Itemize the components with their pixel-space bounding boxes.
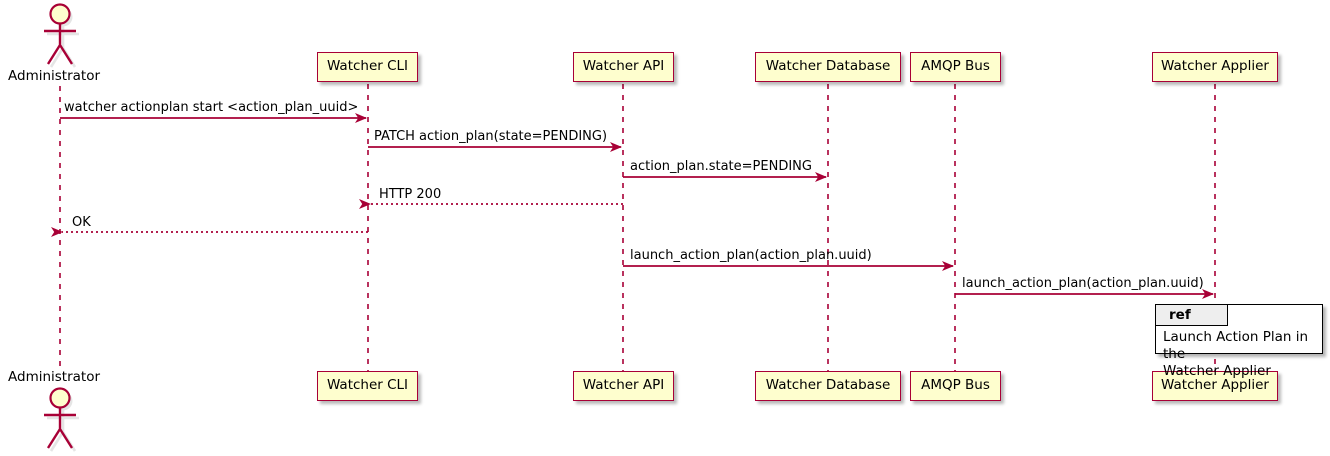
participant-box-watcher-api-bottom[interactable]: Watcher API	[573, 371, 674, 401]
message-label-launch-action-plan-bus: launch_action_plan(action_plan.uuid)	[630, 248, 872, 263]
message-label-http-200: HTTP 200	[379, 187, 442, 202]
ref-fragment-text: Launch Action Plan in the Watcher Applie…	[1163, 329, 1317, 380]
ref-fragment-text-line-1: Launch Action Plan in the	[1163, 329, 1309, 362]
actor-label-administrator-top: Administrator	[8, 68, 101, 84]
ref-fragment-box[interactable]: ref Launch Action Plan in the Watcher Ap…	[1155, 304, 1323, 379]
ref-fragment-text-line-2: Watcher Applier	[1163, 362, 1271, 379]
actor-head	[49, 387, 71, 409]
actor-head	[49, 3, 71, 25]
message-label-launch-action-plan-applier: launch_action_plan(action_plan.uuid)	[962, 276, 1204, 291]
participant-label: Watcher Database	[765, 58, 891, 75]
message-label-watcher-actionplan-start: watcher actionplan start <action_plan_uu…	[64, 100, 359, 115]
participant-label: Watcher CLI	[326, 58, 409, 75]
message-label-action-plan-state-pending: action_plan.state=PENDING	[630, 159, 812, 174]
participant-box-watcher-applier-top[interactable]: Watcher Applier	[1152, 52, 1278, 82]
participant-box-amqp-bus-bottom[interactable]: AMQP Bus	[910, 371, 1001, 401]
actor-administrator-bottom	[44, 387, 79, 452]
participant-label: Watcher API	[582, 58, 665, 75]
participant-label: AMQP Bus	[921, 377, 990, 394]
message-label-patch-action-plan: PATCH action_plan(state=PENDING)	[374, 129, 608, 144]
actor-administrator-top	[44, 3, 79, 68]
participant-label: Watcher Applier	[1161, 377, 1269, 394]
actor-label-administrator-bottom: Administrator	[8, 369, 101, 385]
ref-fragment-keyword: ref	[1156, 305, 1228, 326]
participant-label: Watcher Applier	[1161, 58, 1269, 75]
participant-label: AMQP Bus	[921, 58, 990, 75]
participant-box-watcher-cli-bottom[interactable]: Watcher CLI	[317, 371, 418, 401]
message-arrows	[51, 113, 1214, 299]
participant-label: Watcher Database	[765, 377, 891, 394]
participant-label: Watcher API	[582, 377, 665, 394]
participant-box-watcher-database-bottom[interactable]: Watcher Database	[755, 371, 901, 401]
participant-box-watcher-database-top[interactable]: Watcher Database	[755, 52, 901, 82]
participant-box-watcher-applier-bottom[interactable]: Watcher Applier	[1152, 371, 1278, 401]
participant-box-watcher-cli-top[interactable]: Watcher CLI	[317, 52, 418, 82]
participant-label: Watcher CLI	[326, 377, 409, 394]
actor-body	[44, 407, 76, 449]
actor-body	[44, 23, 76, 65]
participant-box-watcher-api-top[interactable]: Watcher API	[573, 52, 674, 82]
message-label-ok: OK	[72, 215, 91, 230]
participant-box-amqp-bus-top[interactable]: AMQP Bus	[910, 52, 1001, 82]
lifelines	[59, 84, 1216, 372]
